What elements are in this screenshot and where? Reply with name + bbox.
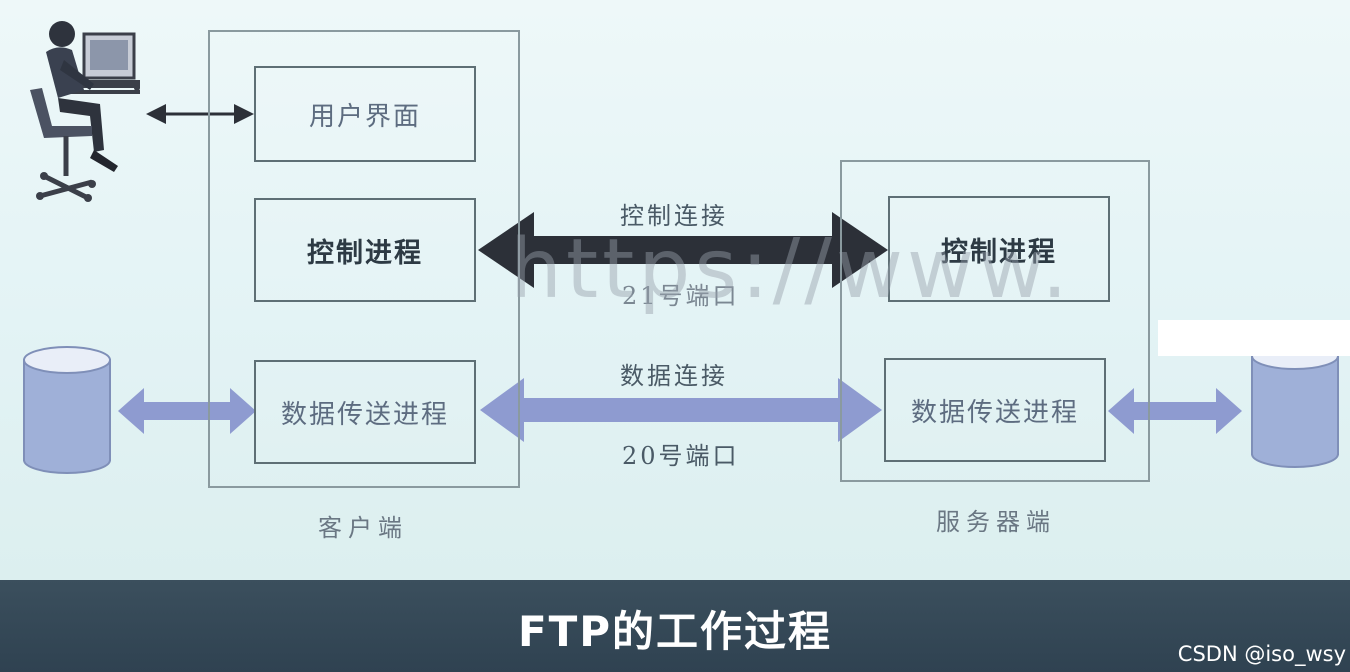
banner-title: FTP的工作过程: [0, 598, 1350, 659]
client-ui-box: 用户界面: [254, 66, 476, 162]
user-at-computer-icon: [30, 21, 140, 202]
diagram-slide: 用户界面 控制进程 数据传送进程 客户端 控制进程 数据传送进程 服务器端 控制…: [0, 0, 1350, 580]
client-control-process-box: 控制进程: [254, 198, 476, 302]
data-port-label: 20号端口: [622, 436, 740, 471]
client-data-process-box: 数据传送进程: [254, 360, 476, 464]
server-data-process-box: 数据传送进程: [884, 358, 1106, 462]
server-database-icon: [1252, 343, 1338, 467]
client-database-icon: [24, 347, 110, 473]
title-banner: FTP的工作过程 CSDN @iso_wsy: [0, 580, 1350, 672]
white-strip: [1158, 320, 1350, 356]
credit-watermark: CSDN @iso_wsy: [1178, 642, 1346, 666]
data-connection-label: 数据连接: [620, 356, 728, 391]
server-label: 服务器端: [936, 502, 1056, 537]
client-label: 客户端: [318, 508, 408, 543]
url-watermark: https://www.: [510, 222, 1072, 317]
